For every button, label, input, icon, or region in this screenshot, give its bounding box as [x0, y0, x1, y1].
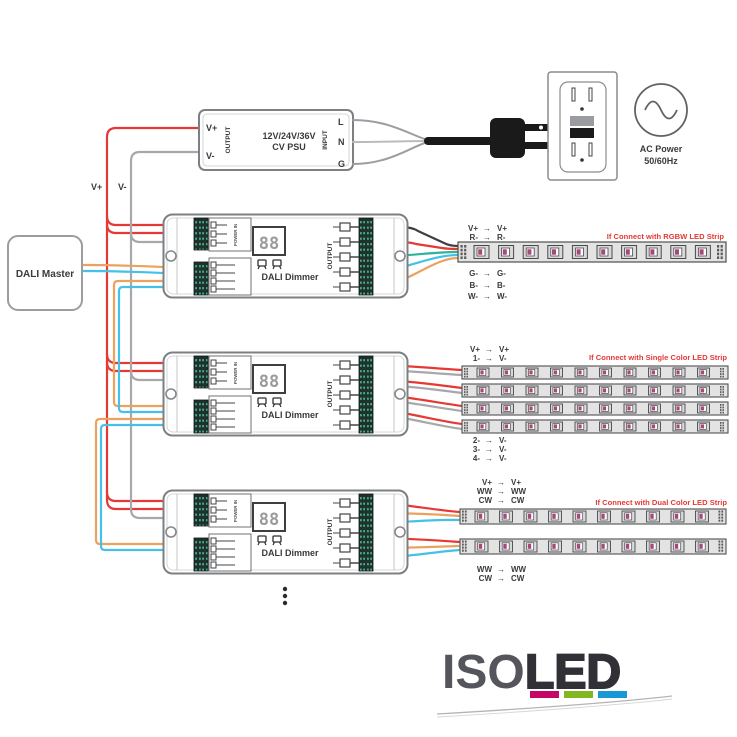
rgbw-below-2-to: W-	[497, 292, 507, 301]
arrow-icon: →	[483, 292, 491, 301]
single-below-1-from: 3-	[473, 445, 480, 454]
dimmer3-display: 88	[259, 510, 279, 530]
rgbw-above-1-to: R-	[497, 233, 506, 242]
arrow-icon: →	[485, 354, 493, 363]
psu-input-label: INPUT	[322, 130, 329, 150]
arrow-icon: →	[497, 487, 505, 496]
dali-master-box: DALI Master	[7, 235, 83, 311]
arrow-icon: →	[485, 345, 493, 354]
single-above-1-to: V-	[499, 354, 507, 363]
rgbw-below-2-from: W-	[468, 292, 478, 301]
single-below-0-to: V-	[499, 436, 507, 445]
logo-swoosh	[436, 695, 673, 715]
dali-master-label: DALI Master	[16, 269, 74, 280]
dali-dimmer-2: POWER IN 88 DALI Dimmer OUTPUT	[162, 351, 409, 437]
dimmer3-label: DALI Dimmer	[261, 548, 319, 558]
logo-bar-blue	[598, 691, 627, 698]
dual-below-1-to: CW	[511, 574, 525, 583]
power-feed-wires	[105, 126, 201, 520]
feed-vminus-label: V-	[118, 182, 127, 192]
single-below-1-to: V-	[499, 445, 507, 454]
single-title: If Connect with Single Color LED Strip	[589, 353, 727, 362]
rgbw-above-0-from: V+	[468, 224, 478, 233]
rgbw-below-0-to: G-	[497, 269, 506, 278]
psu-model-line1: 12V/24V/36V	[262, 131, 315, 141]
psu-vminus-terminal: V-	[206, 151, 215, 161]
single-above-0-from: V+	[470, 345, 480, 354]
dimmer3-powerin-label: POWER IN	[233, 500, 238, 522]
rgbw-above-1-from: R-	[470, 233, 479, 242]
arrow-icon: →	[497, 565, 505, 574]
dual-above-1-from: WW	[477, 487, 493, 496]
rgbw-below-0-from: G-	[469, 269, 478, 278]
single-below-0-from: 2-	[473, 436, 480, 445]
dimmer1-output-label: OUTPUT	[327, 243, 334, 270]
single-color-led-strips: V+ → V+ 1- → V- If Connect with Single C…	[462, 345, 728, 463]
dimmer1-powerin-label: POWER IN	[233, 224, 238, 246]
dimmer2-label: DALI Dimmer	[261, 410, 319, 420]
arrow-icon: →	[483, 233, 491, 242]
rgbw-below-1-to: B-	[497, 281, 506, 290]
logo-iso-text: ISO	[442, 646, 525, 699]
rgbw-below-1-from: B-	[470, 281, 479, 290]
dimmer2-display: 88	[259, 372, 279, 392]
logo-bar-green	[564, 691, 593, 698]
dimmer2-powerin-label: POWER IN	[233, 362, 238, 384]
dual-title: If Connect with Dual Color LED Strip	[595, 498, 727, 507]
dimmer1-label: DALI Dimmer	[261, 272, 319, 282]
ac-power-label: AC Power	[640, 144, 683, 154]
arrow-icon: →	[485, 454, 493, 463]
psu-box: V+ V- OUTPUT 12V/24V/36V CV PSU INPUT L …	[198, 109, 354, 171]
rgbw-led-strip: V+ → V+ R- → R- If Connect with RGBW LED…	[458, 224, 726, 301]
dual-above-1-to: WW	[511, 487, 527, 496]
dimmer2-output-label: OUTPUT	[327, 381, 334, 408]
arrow-icon: →	[483, 224, 491, 233]
logo-led-text: LED	[525, 646, 621, 699]
psu-vplus-terminal: V+	[206, 123, 217, 133]
single-below-2-from: 4-	[473, 454, 480, 463]
dimmer3-output-label: OUTPUT	[327, 519, 334, 546]
dual-above-2-to: CW	[511, 496, 525, 505]
ac-power-symbol: AC Power 50/60Hz	[634, 83, 688, 166]
dimmer1-display: 88	[259, 234, 279, 254]
arrow-icon: →	[483, 281, 491, 290]
psu-g-terminal: G	[338, 159, 345, 169]
arrow-icon: →	[497, 478, 505, 487]
more-dimmers-ellipsis	[282, 586, 288, 606]
psu-output-label: OUTPUT	[225, 127, 232, 154]
dual-above-0-to: V+	[511, 478, 521, 487]
arrow-icon: →	[485, 436, 493, 445]
logo-bar-magenta	[530, 691, 559, 698]
arrow-icon: →	[497, 574, 505, 583]
dual-below-0-from: WW	[477, 565, 493, 574]
ac-plug	[490, 118, 548, 158]
psu-l-terminal: L	[338, 117, 344, 127]
rgbw-above-0-to: V+	[497, 224, 507, 233]
psu-n-terminal: N	[338, 137, 345, 147]
isoled-logo: ISO LED	[436, 645, 673, 718]
ac-freq-label: 50/60Hz	[644, 156, 678, 166]
dual-below-1-from: CW	[479, 574, 493, 583]
single-above-1-from: 1-	[473, 354, 480, 363]
single-below-2-to: V-	[499, 454, 507, 463]
mains-cord	[352, 119, 496, 165]
rgbw-title: If Connect with RGBW LED Strip	[607, 232, 725, 241]
dual-above-0-from: V+	[482, 478, 492, 487]
dual-below-0-to: WW	[511, 565, 527, 574]
wall-outlet	[547, 71, 618, 181]
dual-above-2-from: CW	[479, 496, 493, 505]
single-above-0-to: V+	[499, 345, 509, 354]
dual-color-led-strips: V+ → V+ WW → WW CW → CW If Connect with …	[460, 478, 727, 583]
arrow-icon: →	[483, 269, 491, 278]
arrow-icon: →	[497, 496, 505, 505]
arrow-icon: →	[485, 445, 493, 454]
dali-dimmer-3: POWER IN 88 DALI Dimmer OUTPUT	[162, 489, 409, 575]
dali-dimmer-1: POWER IN 88 DALI Dimmer OUTPUT	[162, 213, 409, 299]
psu-model-line2: CV PSU	[272, 142, 306, 152]
feed-vplus-label: V+	[91, 182, 102, 192]
